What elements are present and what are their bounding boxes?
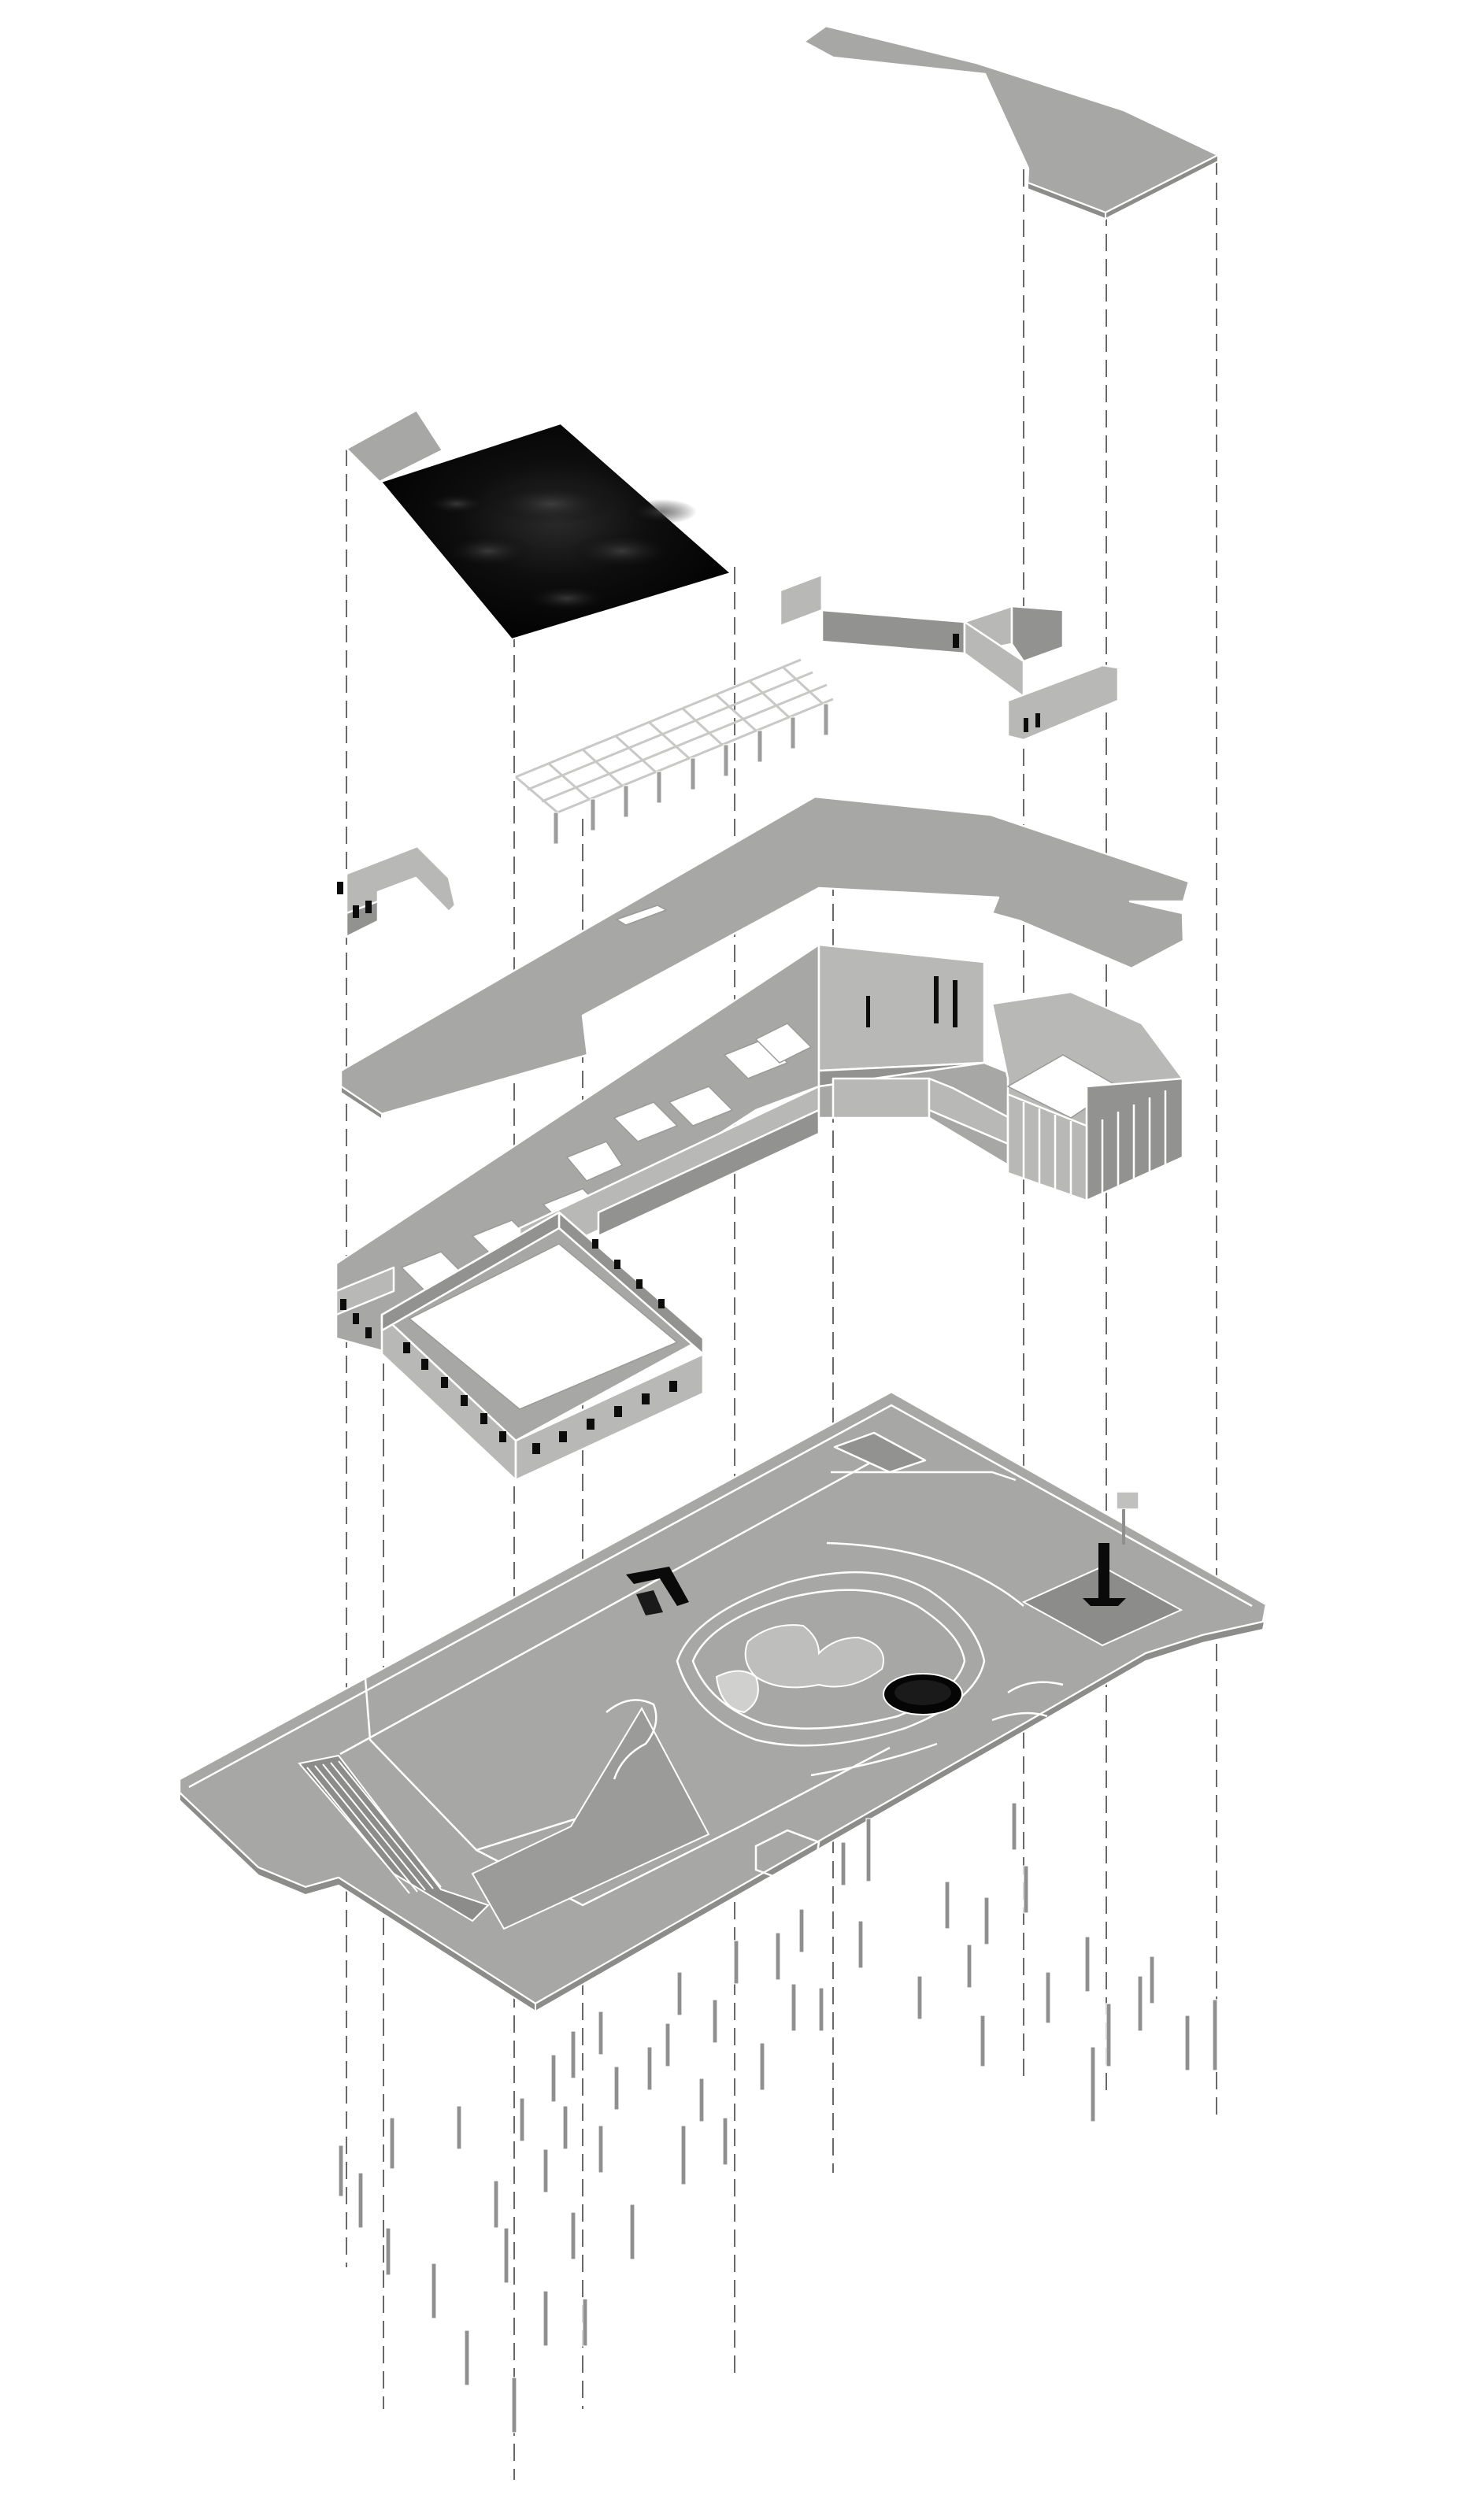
foundation-piles — [338, 1802, 1218, 2433]
roof-slab-upper — [802, 24, 1220, 220]
ground-floor-rooms — [335, 943, 1184, 1482]
courtyard-windows — [340, 1239, 677, 1454]
roof-black-canopy — [345, 409, 733, 641]
first-floor-slab — [339, 795, 1191, 1121]
pergola-structure — [515, 658, 834, 845]
upper-walls — [779, 573, 1120, 742]
site-plan — [178, 1390, 1268, 2013]
small-wall-left — [337, 845, 457, 938]
